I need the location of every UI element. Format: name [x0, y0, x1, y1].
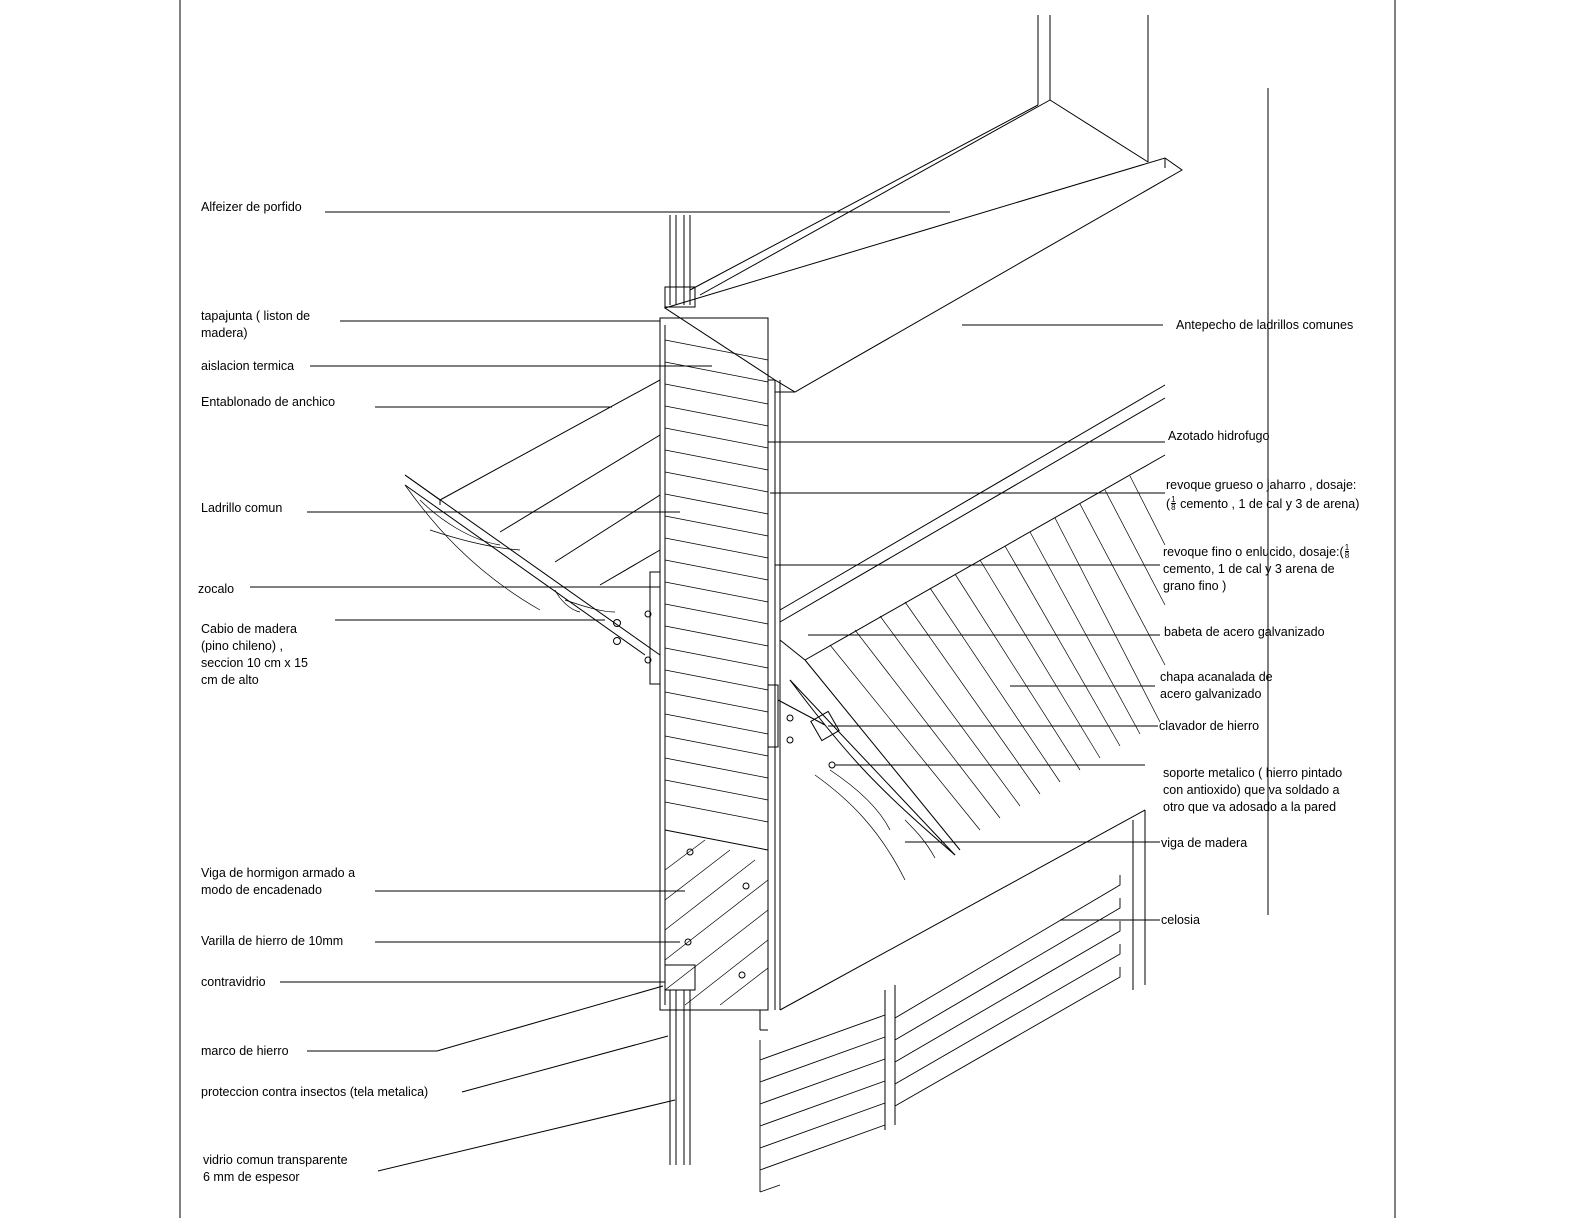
leader-lines: [250, 211, 1165, 1172]
label-tapajunta-line1: tapajunta ( liston de: [201, 309, 311, 323]
label-vidrio-line2: 6 mm de espesor: [203, 1170, 300, 1184]
label-viga-madera: viga de madera: [1161, 836, 1248, 850]
label-revoque-fino-line2: cemento, 1 de cal y 3 arena de: [1163, 562, 1335, 576]
label-soporte-line1: soporte metalico ( hierro pintado: [1163, 766, 1343, 780]
label-proteccion: proteccion contra insectos (tela metalic…: [201, 1085, 429, 1099]
label-antepecho: Antepecho de ladrillos comunes: [1176, 318, 1354, 332]
revoque-grueso-rest: cemento , 1 de cal y 3 de arena): [1176, 497, 1360, 511]
label-celosia: celosia: [1161, 913, 1200, 927]
label-aislacion: aislacion termica: [201, 359, 295, 373]
label-viga-hormigon-line1: Viga de hormigon armado a: [201, 866, 356, 880]
label-chapa-line1: chapa acanalada de: [1160, 670, 1273, 684]
label-soporte-line2: con antioxido) que va soldado a: [1163, 783, 1340, 797]
lower-window-frame: [664, 964, 696, 1165]
label-alfeizer: Alfeizer de porfido: [201, 200, 302, 214]
label-cabio-line3: seccion 10 cm x 15: [201, 656, 308, 670]
label-clavador: clavador de hierro: [1159, 719, 1260, 733]
paren-open: (: [1166, 497, 1171, 511]
revoque-fino-text: revoque fino o enlucido, dosaje:(: [1163, 545, 1344, 559]
label-cabio-line2: (pino chileno) ,: [201, 639, 283, 653]
sill-porphyry: [663, 157, 1183, 393]
label-revoque-fino-line3: grano fino ): [1163, 579, 1227, 593]
upper-window-frame: [664, 15, 1149, 308]
label-tapajunta-line2: madera): [201, 326, 248, 340]
label-cabio-line4: cm de alto: [201, 673, 259, 687]
label-contravidrio: contravidrio: [201, 975, 266, 989]
label-varilla: Varilla de hierro de 10mm: [201, 934, 344, 948]
label-soporte-line3: otro que va adosado a la pared: [1163, 800, 1337, 814]
label-revoque-grueso-line1: revoque grueso o jaharro , dosaje:: [1166, 478, 1357, 492]
label-azotado: Azotado hidrofugo: [1168, 429, 1270, 443]
roof-assembly: [767, 384, 1166, 881]
label-zocalo: zocalo: [198, 582, 235, 596]
wall-section: [659, 317, 781, 1011]
label-chapa-line2: acero galvanizado: [1160, 687, 1262, 701]
label-marco: marco de hierro: [201, 1044, 289, 1058]
label-ladrillo: Ladrillo comun: [201, 501, 283, 515]
label-entablonado: Entablonado de anchico: [201, 395, 336, 409]
label-babeta: babeta de acero galvanizado: [1164, 625, 1325, 639]
label-vidrio-line1: vidrio comun transparente: [203, 1153, 348, 1167]
louver-celosia: [759, 809, 1146, 1193]
label-cabio-line1: Cabio de madera: [201, 622, 297, 636]
floor-and-rafter: [404, 379, 661, 685]
label-viga-hormigon-line2: modo de encadenado: [201, 883, 322, 897]
